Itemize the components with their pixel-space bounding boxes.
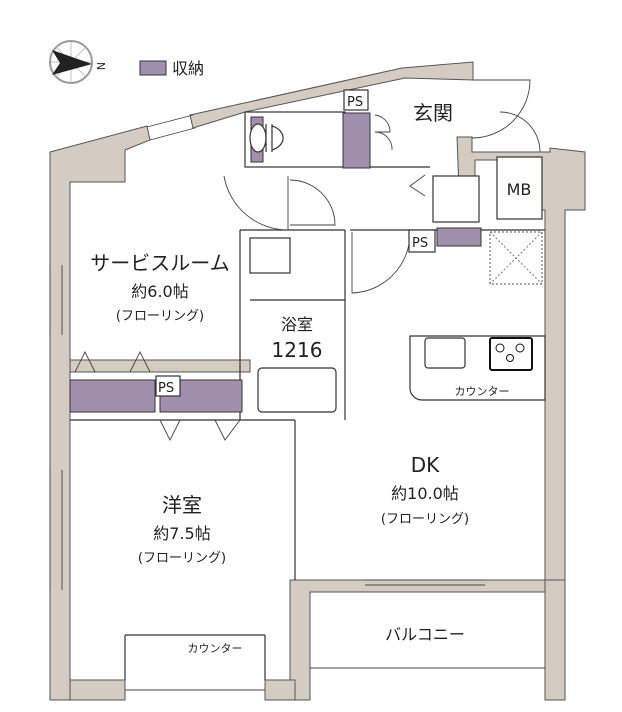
- mb-label: MB: [507, 180, 532, 199]
- burner-icons: [495, 343, 525, 362]
- storage-legend-swatch: [139, 60, 167, 76]
- kitchen-counter-label: カウンター: [455, 385, 510, 398]
- meter-box: [496, 156, 543, 220]
- dk-floor: (フローリング): [381, 512, 469, 527]
- ps-label: PS: [412, 236, 428, 251]
- partitions: [70, 111, 545, 680]
- bath-size: 1216: [272, 338, 323, 362]
- washbasin-icon: [249, 237, 291, 274]
- western-counter-label: カウンター: [188, 642, 243, 655]
- storage-closet-entrance: [342, 112, 371, 169]
- ps-label: PS: [347, 95, 363, 110]
- ps-box: [155, 375, 181, 397]
- western-room-name: 洋室: [162, 493, 202, 517]
- storage-closet-dk: [436, 227, 482, 247]
- compass-north-label: N: [94, 62, 107, 70]
- ps-label: PS: [158, 381, 174, 396]
- sink-icon: [424, 337, 466, 369]
- ceiling-hatch: [489, 231, 543, 285]
- balcony-name: バルコニー: [385, 625, 465, 644]
- ps-box: [343, 89, 369, 111]
- entrance-name: 玄関: [413, 101, 453, 125]
- washing-machine-pan-icon: [432, 175, 480, 223]
- compass-icon: [49, 40, 93, 84]
- toilet-icon: [249, 123, 284, 153]
- dk-size: 約10.0帖: [391, 484, 459, 503]
- bathtub-icon: [257, 367, 337, 413]
- dk-name: DK: [411, 453, 440, 477]
- storage-closet-service-room: [69, 379, 156, 413]
- ps-box: [408, 229, 436, 253]
- stove-icon: [489, 337, 533, 371]
- service-room-size: 約6.0帖: [131, 282, 188, 301]
- ceiling-hatch-cross: [489, 231, 543, 285]
- service-room-floor: (フローリング): [116, 309, 204, 324]
- service-room-name: サービスルーム: [90, 251, 229, 275]
- western-room-floor: (フローリング): [138, 551, 226, 566]
- western-room-size: 約7.5帖: [153, 524, 210, 543]
- storage-legend-label: 収納: [172, 59, 204, 78]
- bath-name: 浴室: [281, 315, 313, 334]
- windows: [49, 114, 545, 691]
- walls: [49, 61, 586, 701]
